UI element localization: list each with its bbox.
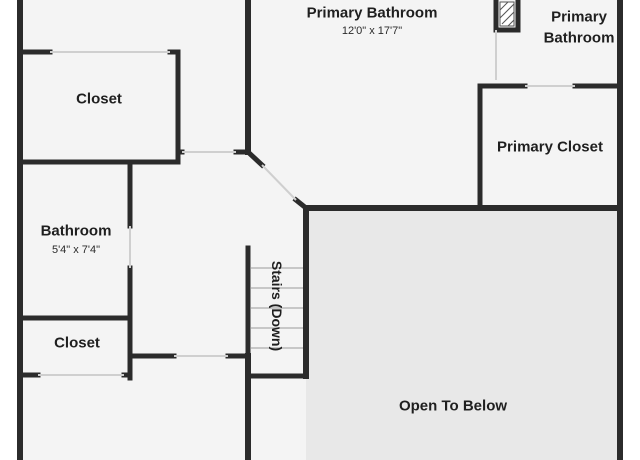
label-open-to-below: Open To Below	[398, 397, 508, 415]
dim-bathroom: 5'4" x 7'4"	[51, 244, 101, 256]
label-bathroom: Bathroom	[40, 222, 112, 240]
label-closet-lower: Closet	[54, 334, 100, 352]
wall-diagonal-a	[244, 148, 266, 169]
label-primary-bathroom-2-line2: Bathroom	[543, 29, 615, 47]
floor-lower-left	[20, 370, 250, 460]
dim-primary-bathroom: 12'0" x 17'7"	[341, 25, 403, 37]
label-primary-bathroom-2-line1: Primary	[551, 8, 607, 26]
niche-hatch-2	[499, 3, 515, 19]
floor-primary-bathroom	[248, 0, 620, 208]
label-closet-upper: Closet	[76, 90, 122, 108]
niche-hatch-1	[499, 1, 509, 11]
niche-hatch-4	[507, 19, 515, 27]
door-diagonal	[261, 164, 297, 201]
label-stairs-down: Stairs (Down)	[269, 260, 285, 352]
label-primary-closet: Primary Closet	[497, 138, 603, 156]
open-to-below-area	[306, 208, 620, 460]
label-primary-bathroom: Primary Bathroom	[306, 4, 438, 22]
niche-hatch-3	[501, 11, 515, 25]
